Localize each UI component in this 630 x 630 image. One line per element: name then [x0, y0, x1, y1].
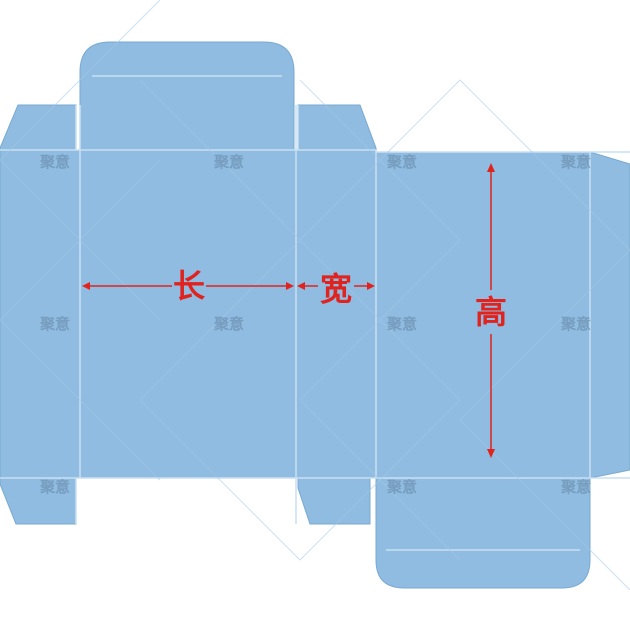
length-label: 长: [173, 267, 205, 305]
height-label: 高: [475, 293, 507, 331]
length-arrowhead-right: [286, 282, 294, 290]
bottom-tuck-flap: [375, 477, 591, 589]
length-arrowhead-left: [82, 282, 90, 290]
width-arrowhead-left: [297, 282, 305, 290]
side-panel-width: [295, 149, 377, 479]
watermark-text: 聚意: [213, 315, 244, 333]
dimension-labels: 长 宽 高: [173, 267, 507, 331]
watermark-text: 聚意: [39, 478, 70, 496]
watermark-text: 聚意: [213, 153, 244, 171]
height-arrowhead-top: [487, 163, 495, 172]
width-label: 宽: [320, 270, 352, 308]
fold-lines: [0, 75, 630, 551]
back-panel: [375, 151, 591, 479]
width-arrowhead-right: [367, 282, 375, 290]
right-top-dust-flap: [297, 104, 377, 151]
watermark-text: 聚意: [39, 153, 70, 171]
watermark-text: 聚意: [560, 315, 591, 333]
watermark-text: 聚意: [560, 153, 591, 171]
watermark-pattern: [0, 0, 630, 591]
watermarks: 聚意 聚意 聚意 聚意 聚意 聚意 聚意 聚意 聚意 聚意 聚意: [39, 153, 591, 496]
watermark-text: 聚意: [39, 315, 70, 333]
watermark-text: 聚意: [386, 153, 417, 171]
panels: [0, 41, 630, 589]
height-arrowhead-bottom: [487, 449, 495, 458]
left-side-panel: [0, 149, 81, 479]
watermark-text: 聚意: [386, 315, 417, 333]
dimension-arrows: [82, 163, 495, 458]
front-panel-length: [79, 149, 297, 479]
top-tuck-flap: [79, 41, 295, 151]
left-top-dust-flap: [0, 104, 77, 151]
watermark-text: 聚意: [560, 478, 591, 496]
watermark-text: 聚意: [386, 478, 417, 496]
glue-strip: [589, 151, 630, 479]
